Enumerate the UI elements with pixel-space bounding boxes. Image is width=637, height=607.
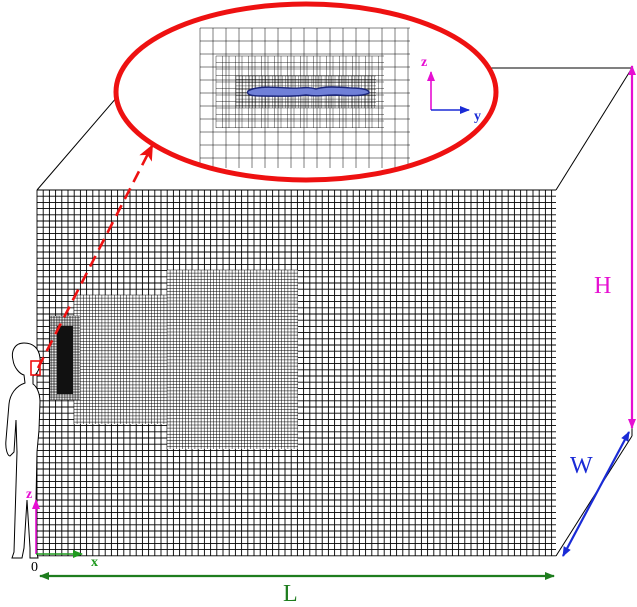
refined-mesh-regions (49, 269, 298, 449)
height-label: H (594, 273, 611, 299)
inset-axis-z-label: z (421, 55, 427, 70)
human-figure-icon (5, 342, 41, 559)
dimension-L: L (39, 572, 555, 607)
origin-label: 0 (31, 560, 38, 575)
inset-axis-y-label: y (474, 109, 481, 124)
zoom-inset (113, 1, 499, 183)
inset-axes: z y (421, 55, 481, 124)
zoom-arrow (36, 144, 154, 369)
zoom-ellipse (113, 1, 499, 183)
axis-z-label: z (26, 487, 32, 502)
plume-contour (246, 86, 370, 97)
dimension-W: W (562, 431, 630, 557)
origin-axes: z x 0 (26, 487, 98, 575)
width-label: W (570, 453, 593, 479)
dimension-H: H (594, 65, 636, 429)
axis-x-label: x (91, 555, 98, 570)
source-region-marker (30, 360, 41, 376)
length-label: L (283, 581, 298, 607)
